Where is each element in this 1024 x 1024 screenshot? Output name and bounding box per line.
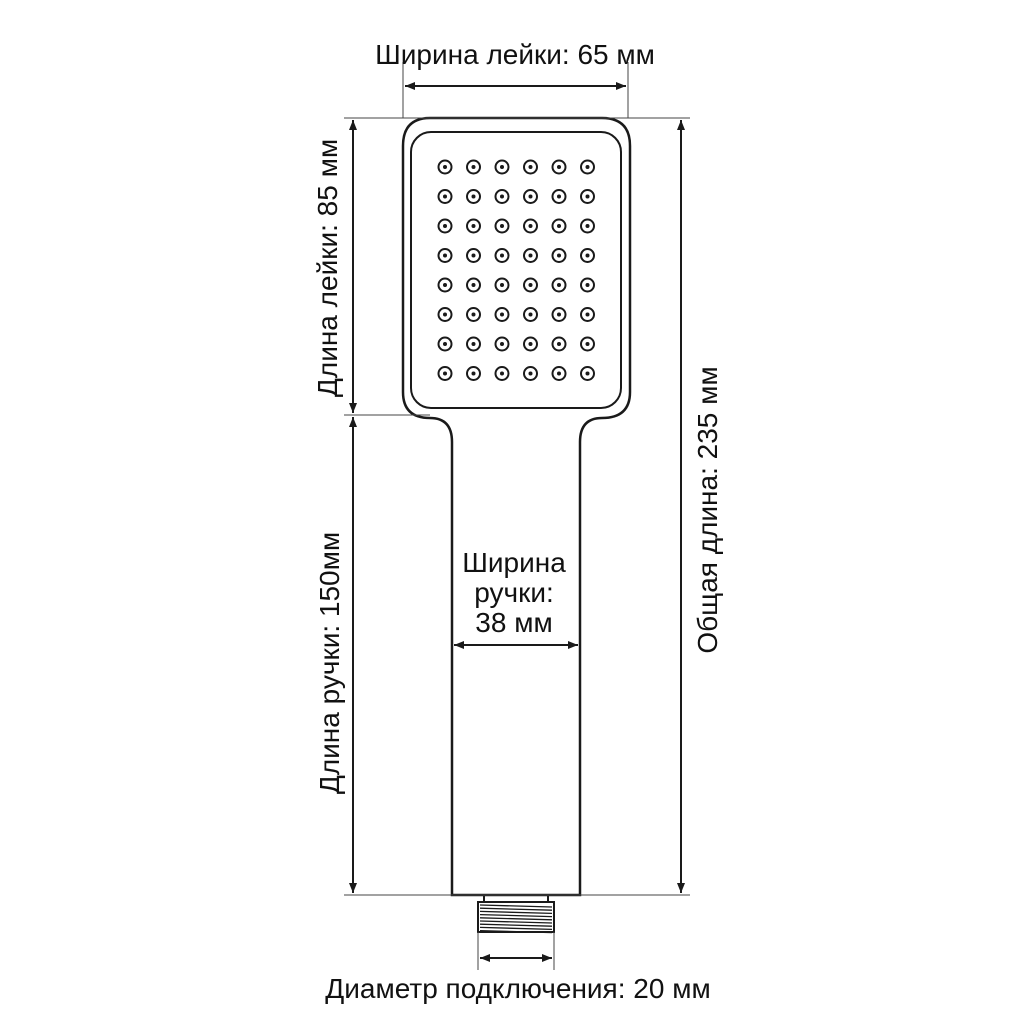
nozzle-hole-center — [500, 224, 504, 228]
nozzle-hole-center — [500, 283, 504, 287]
nozzle-hole-center — [557, 342, 561, 346]
label-handle-width-line3: 38 мм — [475, 607, 552, 638]
nozzle-hole-center — [528, 165, 533, 169]
nozzle-hole-center — [471, 342, 476, 346]
nozzle-hole-center — [443, 371, 447, 376]
threaded-connector — [477, 894, 555, 934]
nozzle-grid — [437, 159, 595, 381]
nozzle-hole-center — [471, 253, 476, 258]
label-total-length: Общая длина: 235 мм — [692, 366, 723, 653]
nozzle-hole-center — [557, 194, 561, 199]
nozzle-hole-center — [471, 371, 476, 376]
nozzle-hole-center — [557, 283, 561, 287]
nozzle-hole-center — [528, 194, 533, 199]
shower-head-face — [410, 131, 622, 409]
nozzle-hole-center — [528, 342, 533, 346]
label-handle-length: Длина ручки: 150мм — [314, 532, 345, 794]
nozzle-hole-center — [500, 165, 504, 169]
nozzle-hole-center — [528, 253, 533, 258]
label-head-length: Длина лейки: 85 мм — [312, 139, 343, 397]
nozzle-hole-center — [557, 224, 561, 228]
nozzle-hole-center — [443, 165, 447, 169]
label-head-width: Ширина лейки: 65 мм — [375, 39, 655, 70]
nozzle-hole-center — [500, 194, 504, 199]
nozzle-hole-center — [500, 371, 504, 376]
nozzle-hole-center — [585, 342, 590, 346]
shower-body-outline — [401, 116, 632, 897]
thread-line — [479, 917, 553, 921]
label-handle-width-line1: Ширина — [462, 547, 566, 578]
nozzle-hole-center — [443, 342, 447, 346]
nozzle-hole-center — [557, 312, 561, 317]
nozzle-hole-center — [528, 283, 533, 287]
nozzle-hole-center — [585, 371, 590, 376]
thread-line — [479, 904, 553, 908]
nozzle-hole-center — [471, 312, 476, 317]
nozzle-hole-center — [443, 283, 447, 287]
thread-line — [479, 910, 553, 915]
nozzle-hole-center — [443, 224, 447, 228]
nozzle-hole-center — [443, 253, 447, 258]
nozzle-hole-center — [557, 253, 561, 258]
thread-line — [479, 929, 553, 934]
thread-line — [479, 923, 553, 927]
nozzle-hole-center — [528, 224, 533, 228]
thread-line — [479, 920, 553, 924]
nozzle-hole-center — [500, 342, 504, 346]
nozzle-hole-center — [585, 165, 590, 169]
thread-line — [479, 907, 553, 911]
nozzle-hole-center — [471, 224, 476, 228]
nozzle-hole-center — [585, 312, 590, 317]
nozzle-hole-center — [500, 312, 504, 317]
label-handle-width-line2: ручки: — [474, 577, 554, 608]
nozzle-hole-center — [528, 371, 533, 376]
nozzle-hole-center — [557, 371, 561, 376]
nozzle-hole-center — [443, 312, 447, 317]
nozzle-hole-center — [471, 283, 476, 287]
nozzle-hole-center — [471, 165, 476, 169]
nozzle-hole-center — [585, 253, 590, 258]
connector-thread-lines — [479, 904, 553, 934]
thread-line — [479, 913, 553, 918]
nozzle-hole-center — [471, 194, 476, 199]
thread-line — [479, 926, 553, 931]
nozzle-hole-center — [585, 283, 590, 287]
nozzle-hole-center — [585, 224, 590, 228]
nozzle-hole-center — [585, 194, 590, 199]
nozzle-hole-center — [557, 165, 561, 169]
label-connection-diameter: Диаметр подключения: 20 мм — [325, 973, 710, 1004]
nozzle-hole-center — [528, 312, 533, 317]
nozzle-hole-center — [443, 194, 447, 199]
nozzle-hole-center — [500, 253, 504, 258]
